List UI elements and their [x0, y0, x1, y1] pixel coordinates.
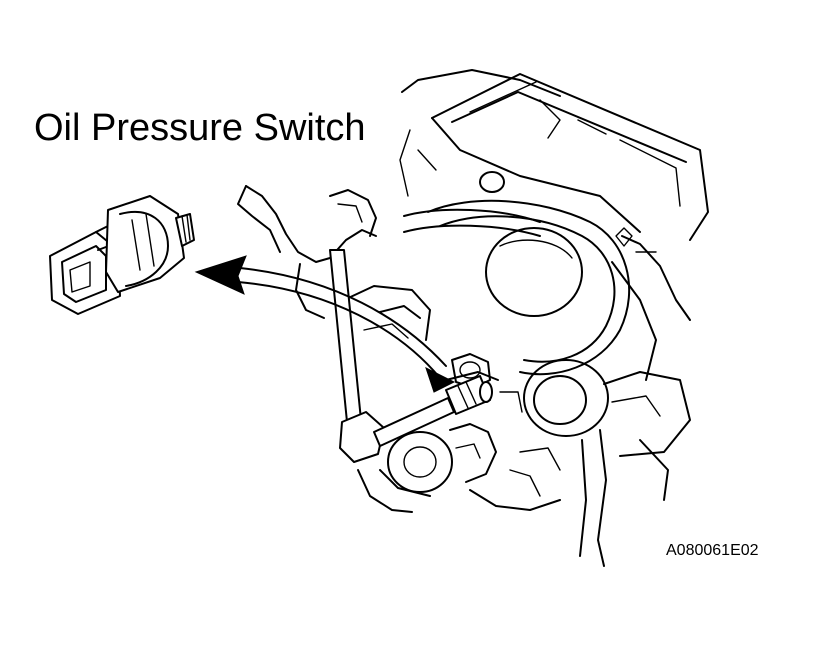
socket-wrench-icon: [329, 249, 493, 463]
engine-drawing-icon: [237, 69, 709, 567]
figure-code: A080061E02: [666, 542, 759, 559]
figure-title: Oil Pressure Switch: [34, 107, 366, 149]
oil-pressure-switch-icon: [49, 195, 195, 315]
callout-arrow-icon: [194, 255, 456, 393]
